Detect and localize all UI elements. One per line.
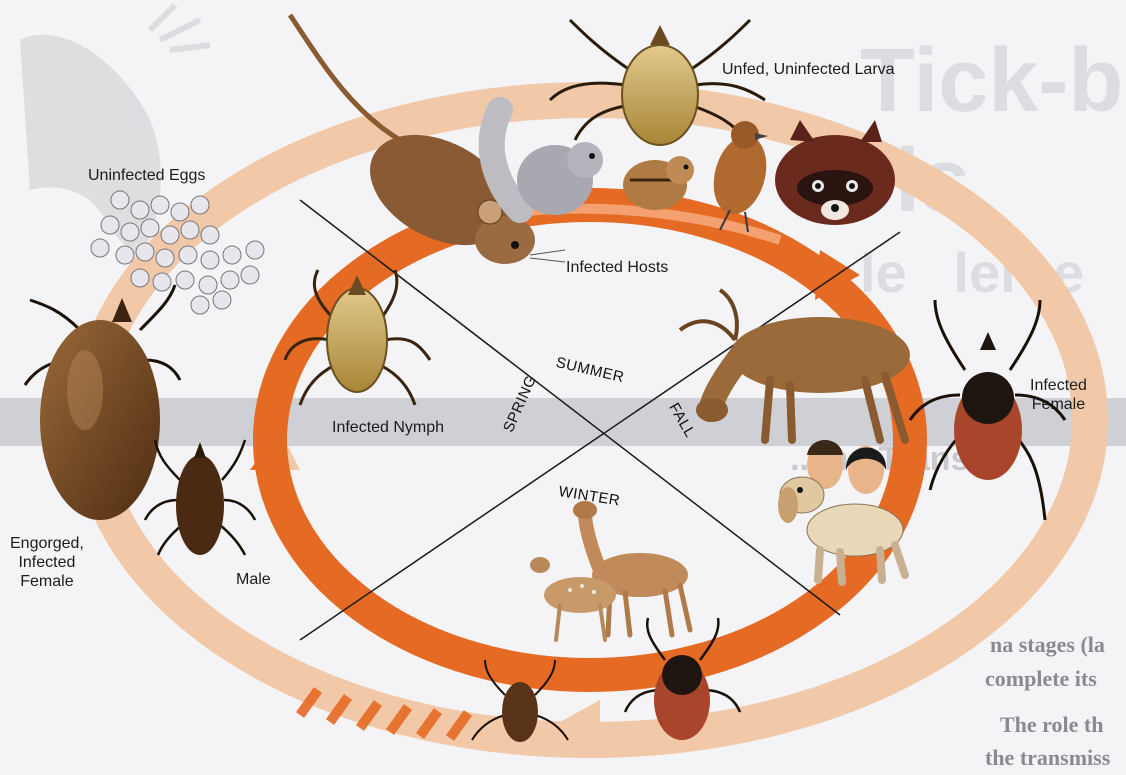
label-infected-hosts: Infected Hosts [566,258,668,277]
label-uninfected-eggs: Uninfected Eggs [88,166,205,185]
engorged-female-tick-illustration [25,285,180,520]
fawns-illustration [530,501,690,640]
label-male: Male [236,570,271,589]
label-infected-nymph: Infected Nymph [332,418,444,437]
male-tick-illustration [145,440,255,555]
label-engorged-female: Engorged, Infected Female [10,534,84,591]
label-infected-female: Infected Female [1030,376,1087,414]
label-unfed-larva: Unfed, Uninfected Larva [722,60,895,79]
raccoon-illustration [775,120,895,225]
